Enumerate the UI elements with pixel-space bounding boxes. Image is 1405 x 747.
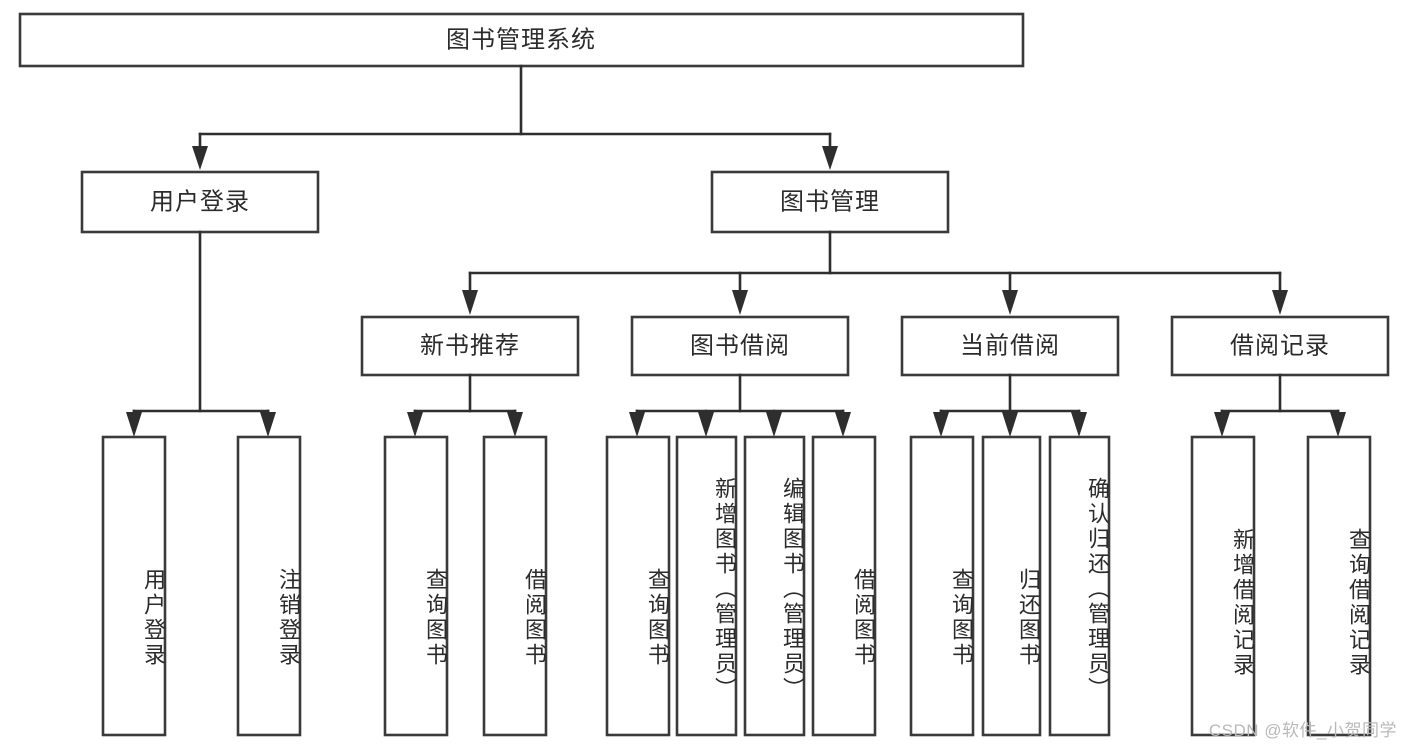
node-book-borrow[interactable]: 图书借阅 xyxy=(630,315,850,377)
leaf-box-borrow-book-2[interactable] xyxy=(811,435,877,737)
arrow-head-book-manage xyxy=(822,146,838,170)
node-current-borrow-box[interactable] xyxy=(900,315,1120,377)
leaf-box-borrow-book-1[interactable] xyxy=(482,435,548,737)
node-new-book-rec[interactable]: 新书推荐 xyxy=(360,315,580,377)
leaf-box-edit-book[interactable] xyxy=(743,435,806,737)
node-book-borrow-label: 图书借阅 xyxy=(690,332,790,359)
leaf-box-add-record[interactable] xyxy=(1190,435,1256,737)
node-borrow-record[interactable]: 借阅记录 xyxy=(1170,315,1390,377)
arrow-head-leaf-query-book-2 xyxy=(629,412,645,437)
node-book-manage-label: 图书管理 xyxy=(780,188,880,215)
arrow-head-leaf-borrow-book-2 xyxy=(835,412,851,437)
node-book-manage[interactable]: 图书管理 xyxy=(710,170,950,234)
arrow-head-leaf-query-book-3 xyxy=(933,412,949,437)
node-root-box[interactable] xyxy=(18,12,1025,68)
connector-newbookrec-to-leaves xyxy=(407,373,523,437)
connector-borrowrecord-to-leaves xyxy=(1214,373,1346,437)
node-book-manage-box[interactable] xyxy=(710,170,950,234)
node-book-borrow-box[interactable] xyxy=(630,315,850,377)
arrow-head-new-book-rec xyxy=(462,290,478,315)
arrow-head-leaf-add-book xyxy=(698,412,714,437)
arrow-head-user-login xyxy=(192,146,208,170)
node-new-book-rec-box[interactable] xyxy=(360,315,580,377)
arrow-head-leaf-query-book-1 xyxy=(407,412,423,437)
arrow-head-leaf-user-logout xyxy=(260,412,276,437)
node-borrow-record-box[interactable] xyxy=(1170,315,1390,377)
connector-currentborrow-to-leaves xyxy=(933,373,1087,437)
leaf-box-add-book[interactable] xyxy=(675,435,738,737)
node-root-label: 图书管理系统 xyxy=(446,26,596,53)
connector-root-to-level2 xyxy=(192,64,838,170)
arrow-head-leaf-user-login xyxy=(126,412,142,437)
leaf-box-query-book-3[interactable] xyxy=(909,435,975,737)
arrow-head-leaf-query-record xyxy=(1330,412,1346,437)
node-user-login-label: 用户登录 xyxy=(150,188,250,215)
leaf-box-query-book-1[interactable] xyxy=(383,435,449,737)
leaf-box-query-book-2[interactable] xyxy=(605,435,671,737)
node-current-borrow[interactable]: 当前借阅 xyxy=(900,315,1120,377)
csdn-watermark: CSDN @软件_小贺同学 xyxy=(1208,721,1397,740)
connector-bookborrow-to-leaves xyxy=(629,373,851,437)
leaf-box-return-book[interactable] xyxy=(981,435,1042,737)
leaf-box-query-record[interactable] xyxy=(1306,435,1372,737)
node-user-login[interactable]: 用户登录 xyxy=(80,170,320,234)
node-current-borrow-label: 当前借阅 xyxy=(960,332,1060,359)
arrow-head-leaf-confirm-return xyxy=(1071,412,1087,437)
leaf-box-user-logout[interactable] xyxy=(236,435,302,737)
arrow-head-leaf-return-book xyxy=(1002,412,1018,437)
arrow-head-leaf-borrow-book-1 xyxy=(507,412,523,437)
arrow-head-book-borrow xyxy=(732,290,748,315)
arrow-head-leaf-add-record xyxy=(1214,412,1230,437)
node-root[interactable]: 图书管理系统 xyxy=(18,12,1025,68)
node-new-book-rec-label: 新书推荐 xyxy=(420,332,520,359)
arrow-head-leaf-edit-book xyxy=(766,412,782,437)
arrow-head-borrow-record xyxy=(1272,290,1288,315)
arrow-head-current-borrow xyxy=(1002,290,1018,315)
leaf-box-user-login[interactable] xyxy=(101,435,167,737)
connector-bookmanage-to-level3 xyxy=(462,230,1288,315)
node-borrow-record-label: 借阅记录 xyxy=(1230,332,1330,359)
connector-userlogin-to-leaves xyxy=(126,230,276,437)
leaf-box-confirm-return[interactable] xyxy=(1048,435,1111,737)
